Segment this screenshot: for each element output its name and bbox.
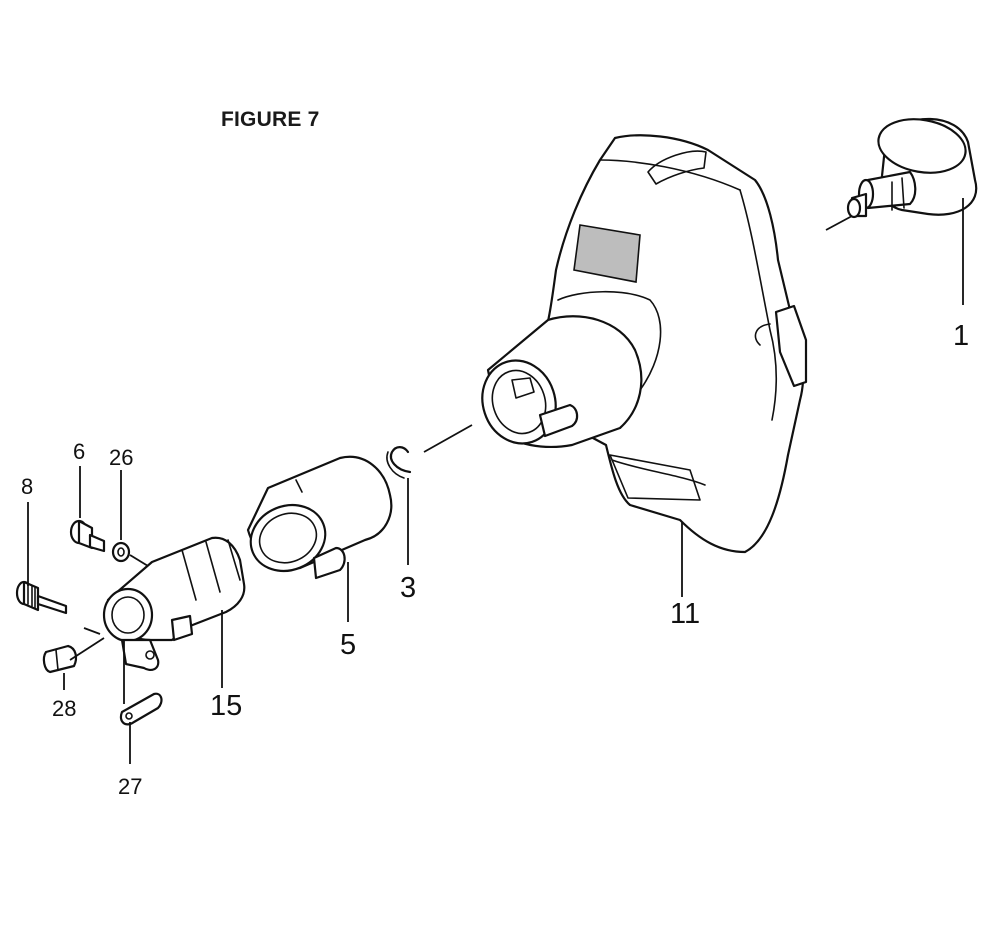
part-26-washer	[111, 541, 131, 563]
part-6-screw	[69, 519, 106, 553]
callout-26: 26	[109, 445, 133, 470]
part-15-handle-bracket	[102, 536, 246, 671]
callout-28: 28	[52, 696, 76, 721]
callout-6: 6	[73, 439, 85, 464]
callout-1: 1	[953, 320, 969, 352]
part-28-nut	[42, 644, 78, 674]
part-8-knob-screw	[15, 580, 68, 615]
part-5-sleeve	[246, 455, 393, 580]
part-1-axis-line	[825, 215, 853, 231]
part-11-gear-housing	[538, 134, 808, 554]
callout-8: 8	[21, 474, 33, 499]
callout-11: 11	[670, 598, 700, 630]
figure-title: FIGURE 7	[221, 108, 320, 131]
part-11-nozzle	[481, 315, 643, 448]
callout-3: 3	[400, 572, 416, 604]
part-3-snap-ring	[386, 446, 412, 479]
part-11-axis-line	[423, 424, 473, 453]
part-26-axis-line	[129, 554, 149, 567]
part-27-lock-plate	[119, 692, 163, 726]
callout-27: 27	[118, 774, 142, 799]
callout-15: 15	[210, 690, 242, 722]
part-1-clutch-drum	[846, 117, 978, 219]
callout-5: 5	[340, 629, 356, 661]
part-28-axis-line	[69, 637, 105, 661]
part-8-axis-line	[83, 627, 101, 635]
